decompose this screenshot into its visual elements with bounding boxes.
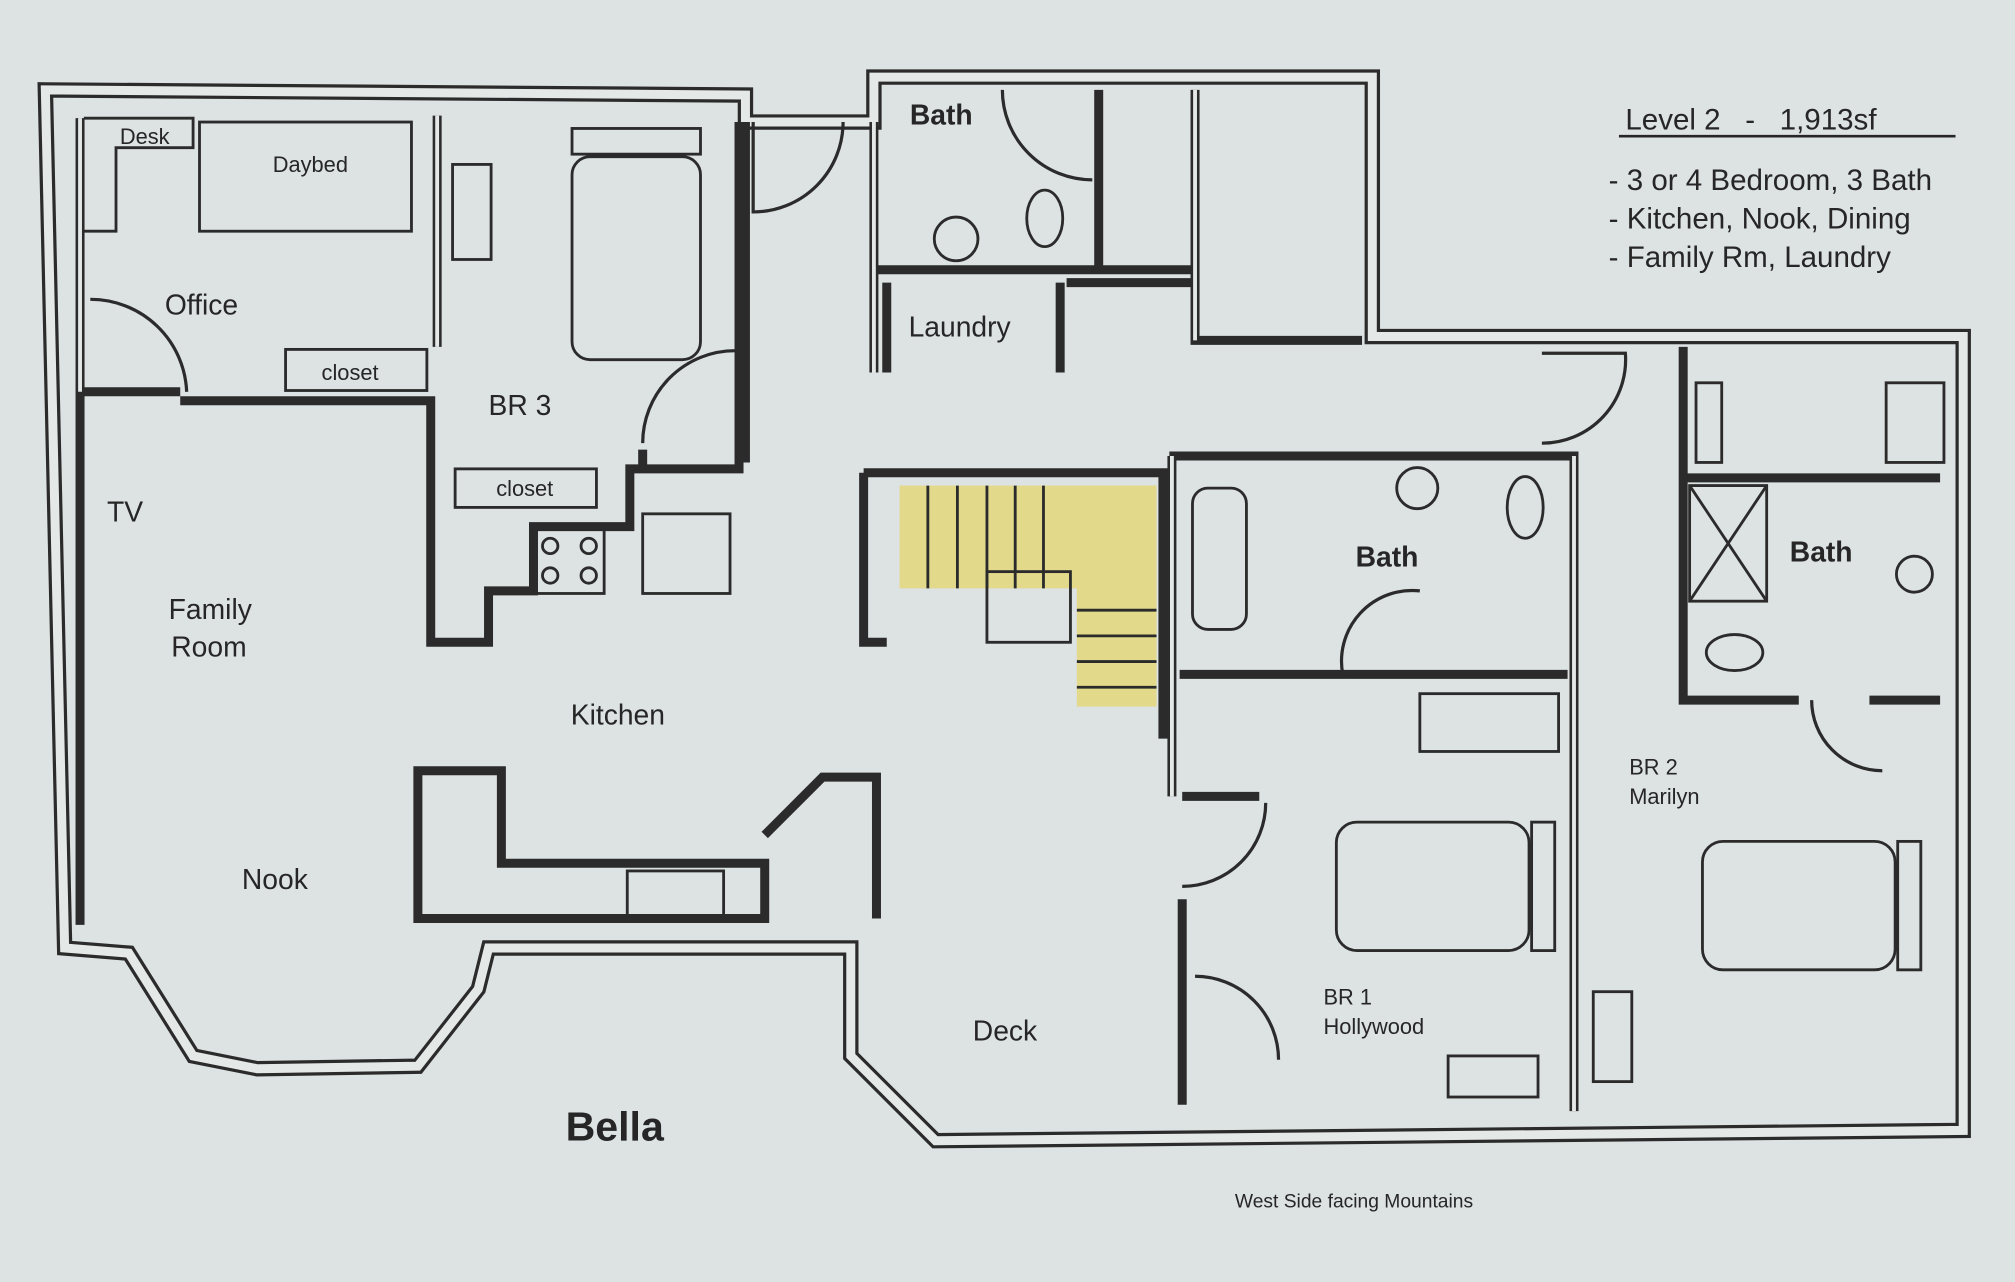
stair-treads [926, 485, 1157, 689]
br1-bed [1334, 820, 1531, 952]
label-nook: Nook [242, 863, 309, 895]
level-title: Level 2 - 1,913sf [1625, 104, 1877, 137]
feature-2: - Kitchen, Nook, Dining [1609, 203, 1911, 236]
label-br2: BR 2 [1629, 755, 1678, 780]
label-bath-top: Bath [910, 99, 973, 131]
label-kitchen: Kitchen [571, 698, 665, 730]
label-br3: BR 3 [489, 389, 552, 421]
label-office: Office [165, 289, 238, 321]
label-bath-middle: Bath [1356, 540, 1419, 572]
label-closet-office: closet [322, 360, 379, 385]
label-deck: Deck [973, 1015, 1038, 1047]
daybed-furniture [198, 120, 413, 233]
label-family-room-1: Family [169, 593, 253, 625]
label-closet-br3: closet [496, 476, 553, 501]
label-br1-name: Hollywood [1324, 1014, 1425, 1039]
label-br2-name: Marilyn [1629, 784, 1699, 809]
interior-walls [75, 89, 1941, 1112]
br3-bed [570, 155, 702, 362]
exterior-walls [37, 69, 1971, 1149]
label-daybed: Daybed [273, 152, 348, 177]
label-tv: TV [107, 496, 143, 528]
fixtures [83, 89, 1946, 1099]
label-br1: BR 1 [1324, 985, 1373, 1010]
stairs-lower [1076, 485, 1157, 707]
label-laundry: Laundry [909, 311, 1012, 343]
label-family-room-2: Room [171, 630, 246, 662]
feature-3: - Family Rm, Laundry [1609, 241, 1891, 274]
orientation-note: West Side facing Mountains [1235, 1191, 1473, 1212]
unit-name: Bella [566, 1104, 665, 1150]
br2-bed [1701, 839, 1897, 972]
label-bath-right: Bath [1790, 535, 1853, 567]
feature-1: - 3 or 4 Bedroom, 3 Bath [1609, 164, 1932, 197]
label-desk: Desk [120, 124, 170, 149]
